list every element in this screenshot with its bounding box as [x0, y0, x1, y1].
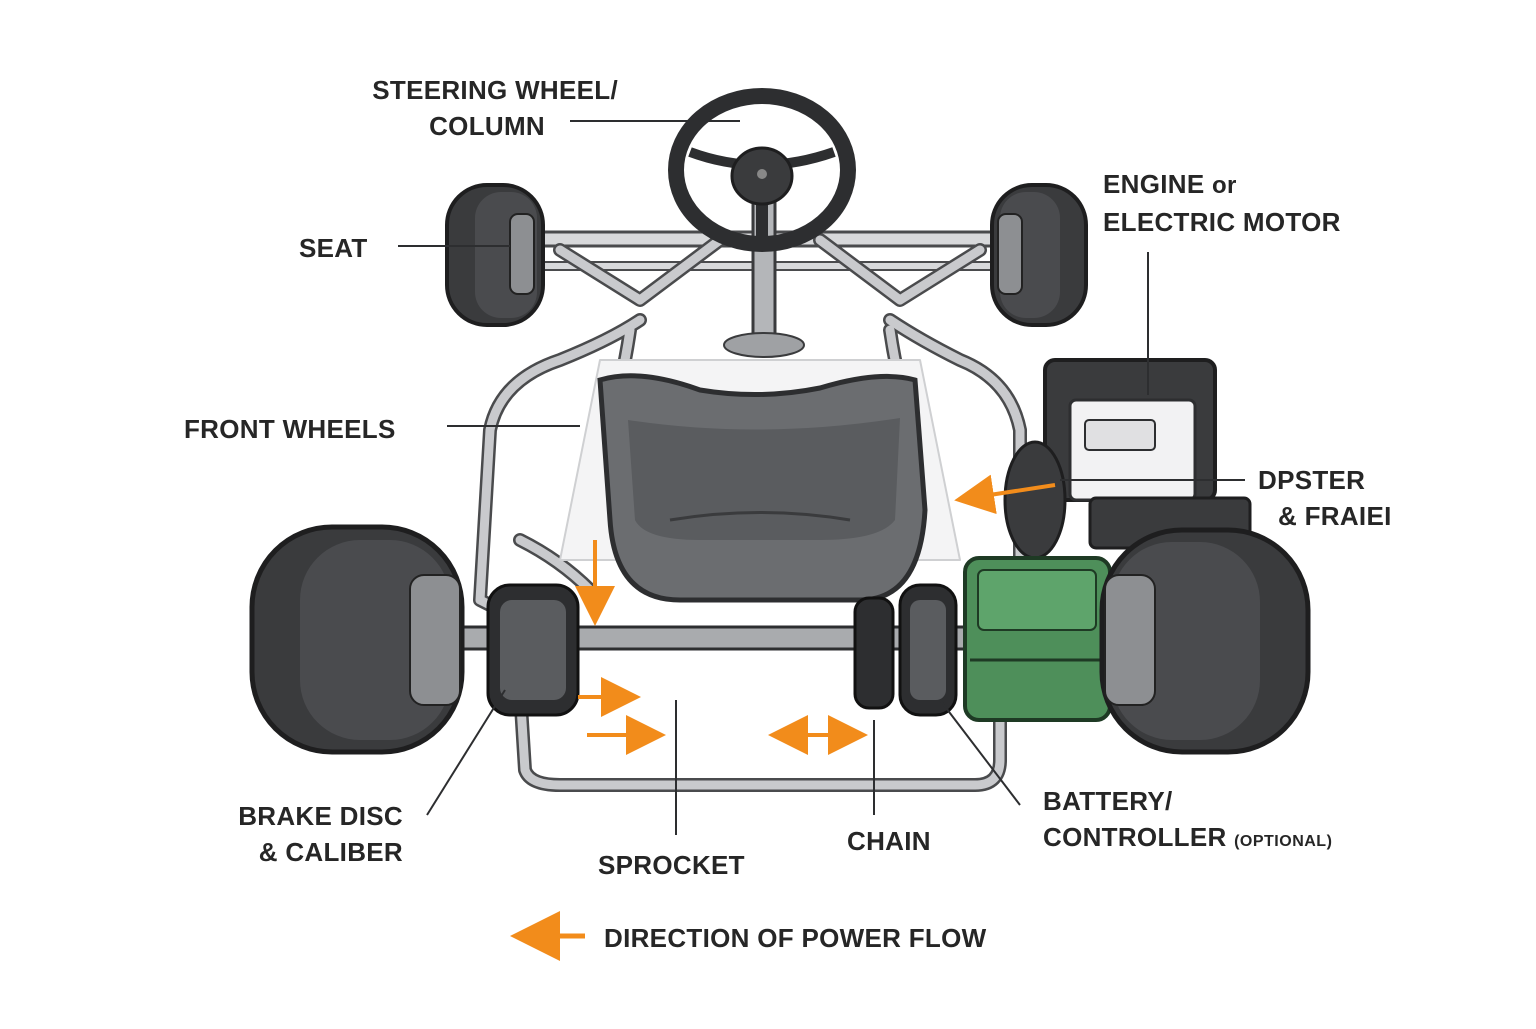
engine: [1003, 358, 1252, 560]
label-brake-line2: & CALIBER: [258, 837, 403, 867]
rear-wheel-left: [249, 524, 465, 755]
label-dpster: DPSTER & FRAIEI: [1258, 462, 1392, 534]
label-seat: SEAT: [299, 233, 368, 263]
label-engine-or: or: [1212, 172, 1237, 199]
power-flow-arrows: [575, 474, 1056, 755]
label-steering-wheel: STEERING WHEEL/ COLUMN: [330, 72, 618, 144]
label-dpster-line2: & FRAIEI: [1278, 501, 1392, 531]
front-wheel-right: [990, 183, 1088, 327]
battery-controller: [963, 556, 1112, 722]
seat: [597, 373, 928, 603]
label-steering-line1: STEERING WHEEL/: [372, 75, 618, 105]
legend-label: DIRECTION OF POWER FLOW: [604, 923, 987, 953]
sprocket-hub: [853, 583, 958, 717]
label-engine: ENGINE or ELECTRIC MOTOR: [1103, 166, 1341, 240]
label-front-wheels: FRONT WHEELS: [184, 414, 396, 444]
label-dpster-line1: DPSTER: [1258, 465, 1366, 495]
label-battery: BATTERY/ CONTROLLER (OPTIONAL): [1043, 783, 1332, 860]
label-chain: CHAIN: [847, 826, 931, 856]
leader-lines: [398, 120, 1245, 835]
label-sprocket: SPROCKET: [598, 850, 745, 880]
label-battery-controller: CONTROLLER: [1043, 822, 1227, 852]
label-brake-disc: BRAKE DISC & CALIBER: [200, 798, 403, 870]
label-brake-line1: BRAKE DISC: [238, 801, 403, 831]
steering-wheel: [668, 88, 856, 252]
label-steering-line2: COLUMN: [429, 111, 545, 141]
label-engine-word: ENGINE: [1103, 169, 1205, 199]
label-battery-line1: BATTERY/: [1043, 786, 1173, 816]
label-engine-line2: ELECTRIC MOTOR: [1103, 207, 1341, 237]
label-battery-optional: (OPTIONAL): [1234, 833, 1333, 850]
brake-disc: [486, 583, 580, 717]
rear-wheel-right: [1099, 527, 1311, 755]
front-wheel-left: [445, 183, 545, 327]
